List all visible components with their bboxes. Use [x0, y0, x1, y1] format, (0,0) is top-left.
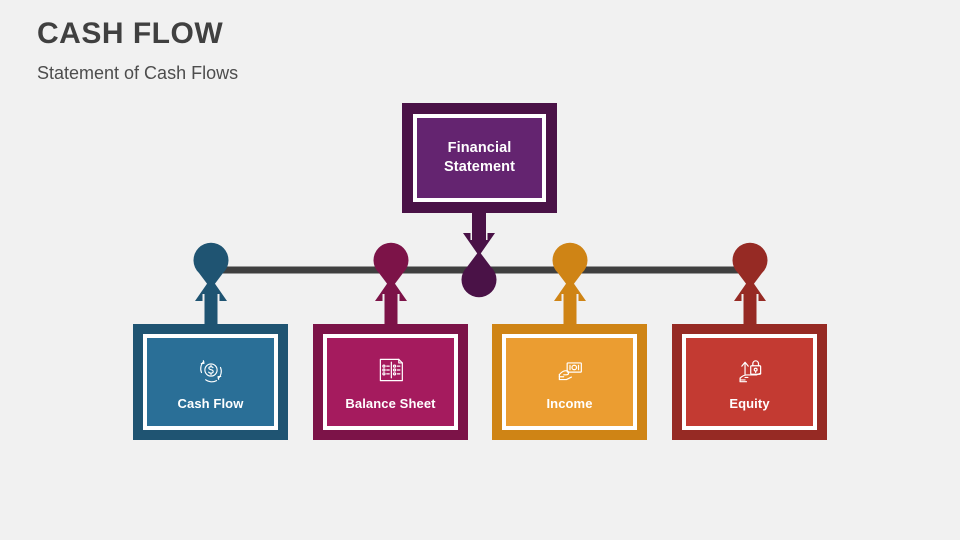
card-income[interactable]: Income	[492, 324, 647, 440]
card-fill: Equity	[686, 338, 813, 426]
cash-flow-circular-arrows-dollar-icon	[199, 359, 222, 383]
card-label: Equity	[729, 395, 770, 411]
root-down-arrow	[463, 205, 495, 256]
balance-sheet-document-list-icon	[379, 358, 403, 382]
node-label-line-2: Statement	[444, 159, 515, 175]
card-label: Balance Sheet	[345, 395, 436, 411]
card-fill: Income	[506, 338, 633, 426]
card-fill: Balance Sheet	[327, 338, 454, 426]
page-title: CASH FLOW	[37, 17, 224, 50]
card-label: Income	[546, 395, 593, 411]
card-label: Cash Flow	[177, 395, 244, 411]
card-fill: Cash Flow	[147, 338, 274, 426]
equity-hand-lock-arrow-icon	[738, 360, 761, 383]
node-label-line-1: Financial	[447, 140, 512, 157]
hub-node-financial-statement	[461, 251, 497, 298]
header: CASH FLOW Statement of Cash Flows	[37, 17, 637, 84]
branch-connector-income	[552, 242, 588, 330]
card-cash-flow[interactable]: Cash Flow	[133, 324, 288, 440]
card-equity[interactable]: Equity	[672, 324, 827, 440]
income-hand-banknote-icon	[558, 362, 582, 381]
card-balance-sheet[interactable]: Balance Sheet	[313, 324, 468, 440]
branch-connector-balance-sheet	[373, 242, 409, 330]
branch-connector-equity	[732, 242, 768, 330]
page-subtitle: Statement of Cash Flows	[37, 63, 239, 83]
branch-connector-cash-flow	[193, 242, 229, 330]
